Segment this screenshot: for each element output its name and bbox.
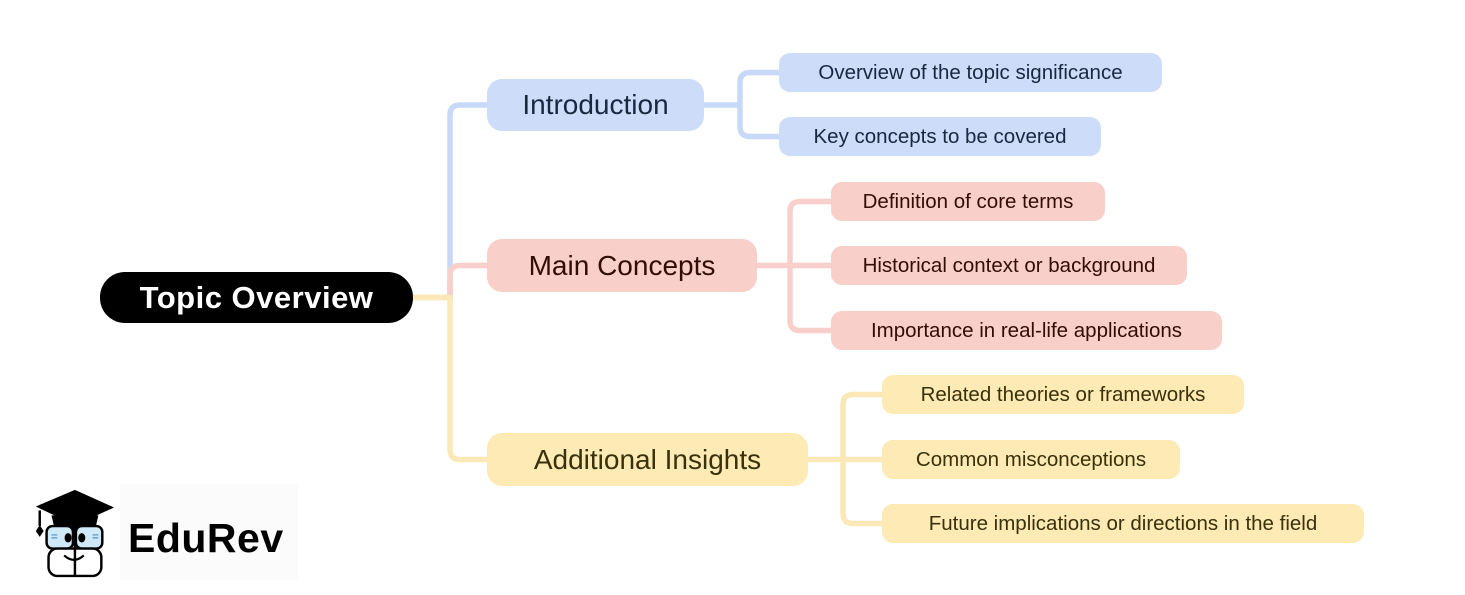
root-node-topic-overview: Topic Overview (100, 272, 413, 323)
child-node-overview-of-topic-significance: Overview of the topic significance (779, 53, 1162, 92)
edurev-logo-text: EduRev (128, 514, 284, 561)
branch-node-main-concepts: Main Concepts (487, 239, 757, 292)
connector-root-introduction (413, 102, 487, 301)
branch-node-additional-insights: Additional Insights (487, 433, 808, 486)
child-node-definition-core-terms: Definition of core terms (831, 182, 1105, 221)
connector-additional-insights-children (808, 391, 882, 527)
connector-root-main-concepts (447, 262, 487, 298)
child-node-key-concepts-covered: Key concepts to be covered (779, 117, 1101, 156)
connector-main-concepts-children (757, 198, 831, 334)
child-node-related-theories: Related theories or frameworks (882, 375, 1244, 414)
edurev-mascot-icon (35, 489, 115, 578)
connector-introduction-children (704, 69, 779, 140)
child-node-common-misconceptions: Common misconceptions (882, 440, 1180, 479)
branch-node-introduction: Introduction (487, 79, 704, 131)
child-node-importance-real-life: Importance in real-life applications (831, 311, 1222, 350)
child-node-future-implications: Future implications or directions in the… (882, 504, 1364, 543)
logo-backdrop (120, 484, 298, 580)
child-node-historical-context: Historical context or background (831, 246, 1187, 285)
connector-root-additional-insights (413, 294, 487, 463)
edurev-logo: EduRev (28, 481, 284, 579)
